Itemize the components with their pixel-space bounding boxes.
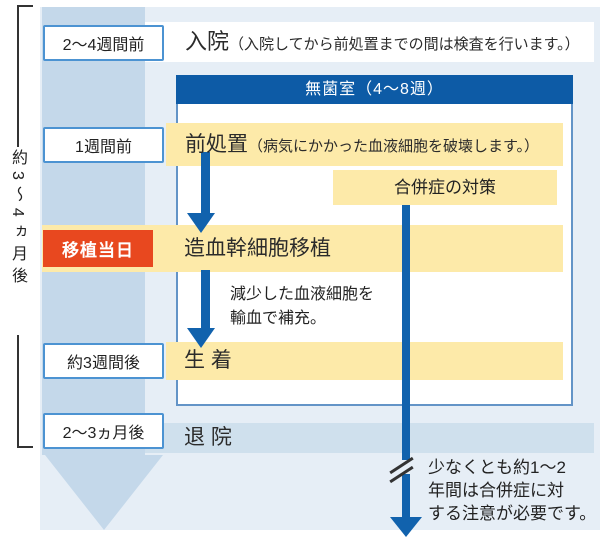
pretreatment-row bbox=[166, 123, 563, 166]
arrow-down-head-icon bbox=[187, 213, 215, 233]
discharge-row bbox=[145, 423, 594, 453]
transplant-day-badge: 移植当日 bbox=[43, 230, 153, 267]
duration-bracket-top-tick bbox=[17, 5, 33, 7]
admission-title: 入院（入院してから前処置までの間は検査を行います。） bbox=[185, 22, 580, 62]
arrow-down-icon bbox=[201, 152, 210, 213]
time-label-engraftment: 約3週間後 bbox=[43, 343, 164, 379]
complication-box: 合併症の対策 bbox=[333, 170, 557, 205]
engraftment-row bbox=[166, 342, 563, 380]
followup-note-line2: 年間は合併症に対 bbox=[428, 481, 564, 500]
sterile-room-header: 無菌室（4〜8週） bbox=[176, 75, 573, 104]
time-label-discharge: 2〜3ヵ月後 bbox=[43, 413, 164, 449]
followup-line bbox=[402, 205, 410, 460]
followup-note-line1: 少なくとも約1〜2 bbox=[428, 458, 566, 477]
duration-bracket-bottom-tick bbox=[17, 446, 33, 448]
time-label-admission: 2〜4週間前 bbox=[43, 25, 164, 61]
transfusion-note-line1: 減少した血液細胞を bbox=[230, 286, 375, 303]
admission-note: （入院してから前処置までの間は検査を行います。） bbox=[229, 36, 580, 53]
engraftment-title: 生 着 bbox=[184, 349, 232, 372]
pretreatment-title: 前処置（病気にかかった血液細胞を破壊します。） bbox=[185, 123, 539, 166]
duration-label: 約3〜4ヵ月後 bbox=[9, 149, 26, 289]
followup-note-line3: する注意が必要です。 bbox=[428, 504, 597, 523]
discharge-title: 退 院 bbox=[184, 426, 232, 449]
duration-bracket-line bbox=[17, 5, 19, 147]
arrow-down-head-icon bbox=[187, 328, 215, 348]
duration-bracket-line bbox=[17, 335, 19, 448]
transfusion-note: 減少した血液細胞を 輸血で補充。 bbox=[230, 283, 374, 331]
followup-note: 少なくとも約1〜2 年間は合併症に対 する注意が必要です。 bbox=[428, 456, 596, 525]
followup-line-lower bbox=[402, 474, 410, 519]
pretreatment-title-text: 前処置 bbox=[185, 133, 248, 156]
transfusion-note-line2: 輸血で補充。 bbox=[230, 310, 327, 327]
arrow-down-icon bbox=[201, 270, 210, 328]
admission-row bbox=[145, 22, 594, 62]
time-label-pretreatment: 1週間前 bbox=[43, 127, 164, 163]
admission-title-text: 入院 bbox=[185, 29, 230, 54]
transplant-title: 造血幹細胞移植 bbox=[184, 237, 331, 260]
pretreatment-note: （病気にかかった血液細胞を破壊します。） bbox=[248, 138, 540, 155]
followup-arrowhead-icon bbox=[390, 517, 422, 537]
